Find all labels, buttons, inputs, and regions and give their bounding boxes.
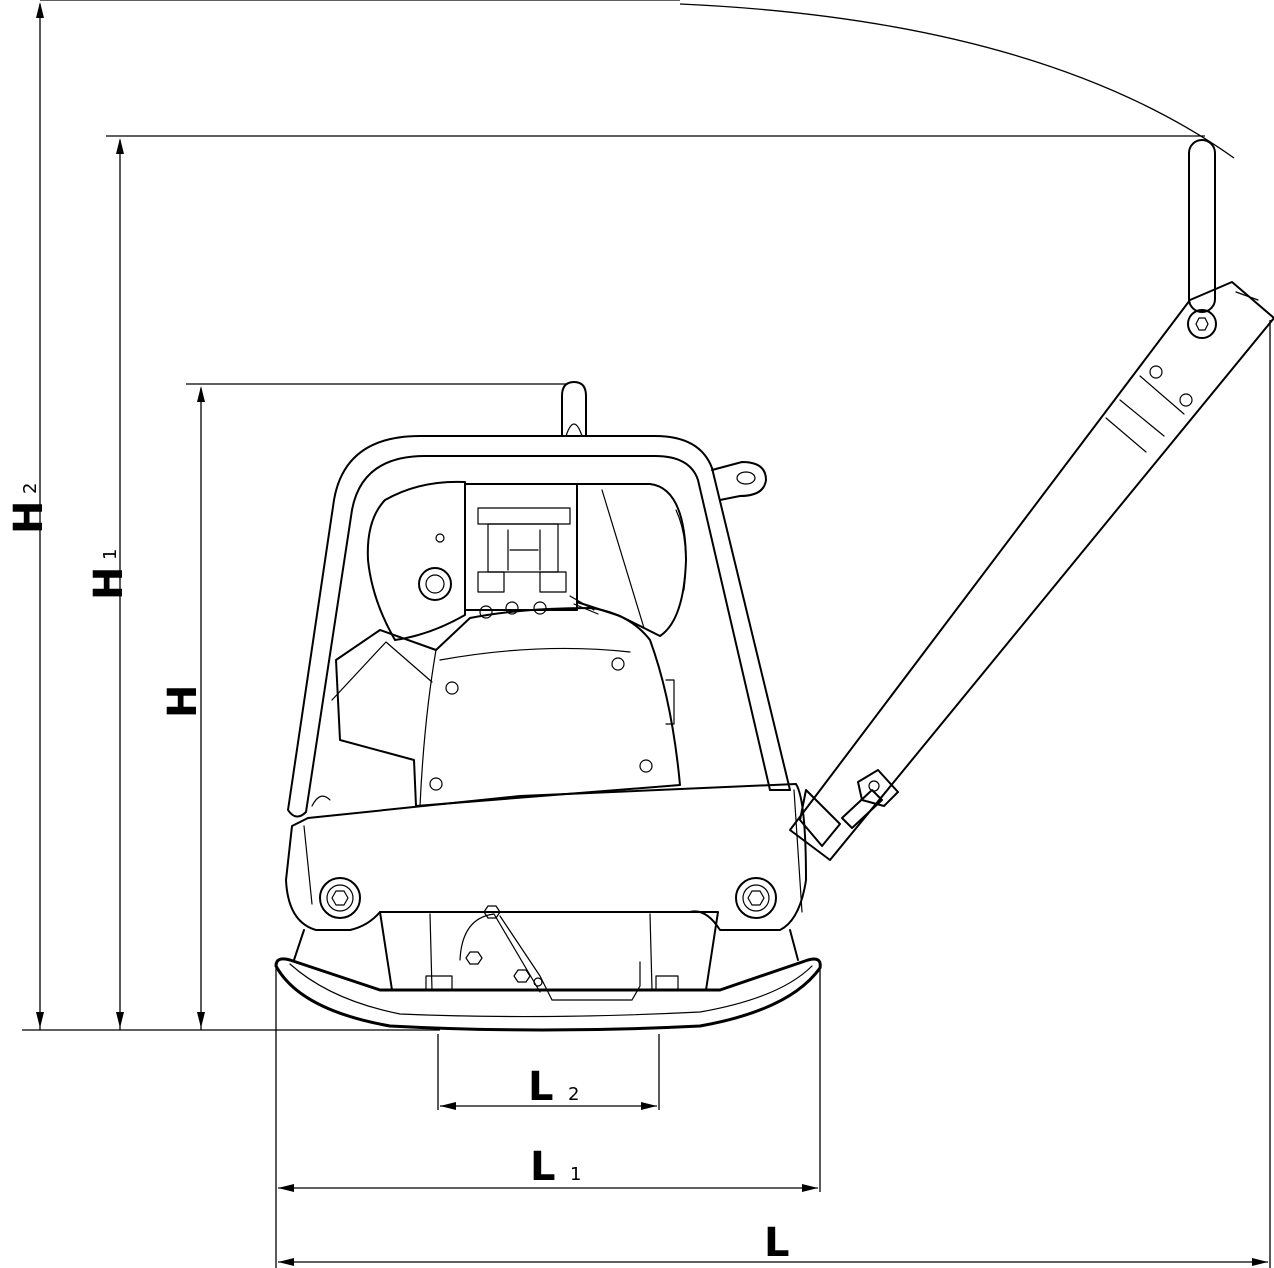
dimension-h1 — [106, 135, 1205, 1030]
dimension-labels: H 2 H 1 H L 2 L 1 L — [6, 483, 790, 1266]
dimension-l1 — [275, 964, 821, 1268]
exciter-housing — [379, 905, 719, 1001]
protective-frame — [287, 381, 791, 818]
label-l1: L 1 — [530, 1144, 581, 1190]
guide-handle — [789, 139, 1274, 861]
air-filter — [366, 480, 466, 641]
svg-text:2: 2 — [20, 483, 41, 494]
svg-text:H: H — [86, 567, 132, 600]
dimension-h — [186, 383, 568, 1030]
fuel-tank — [576, 483, 687, 637]
svg-text:1: 1 — [100, 549, 121, 560]
svg-text:H: H — [160, 685, 206, 718]
handle-swing-arc — [679, 3, 1235, 159]
base-plate — [274, 929, 822, 1032]
svg-text:L: L — [528, 1064, 554, 1110]
dimension-lines — [22, 0, 1271, 1268]
upper-mass — [285, 783, 807, 931]
label-h1: H 1 — [86, 549, 132, 600]
plate-compactor-drawing — [274, 139, 1274, 1032]
svg-text:L: L — [764, 1220, 790, 1266]
svg-text:H: H — [6, 501, 52, 534]
label-l2: L 2 — [528, 1064, 579, 1110]
engine-carburettor — [464, 483, 599, 619]
svg-text:2: 2 — [568, 1084, 579, 1105]
svg-text:L: L — [530, 1144, 556, 1190]
engine-housing — [311, 607, 681, 807]
dimension-l — [278, 320, 1271, 1268]
dimension-h2 — [36, 0, 680, 1030]
label-h2: H 2 — [6, 483, 52, 534]
dimension-l2 — [437, 1034, 660, 1110]
label-h: H — [160, 685, 206, 718]
svg-text:1: 1 — [570, 1164, 581, 1185]
label-l: L — [764, 1220, 790, 1266]
